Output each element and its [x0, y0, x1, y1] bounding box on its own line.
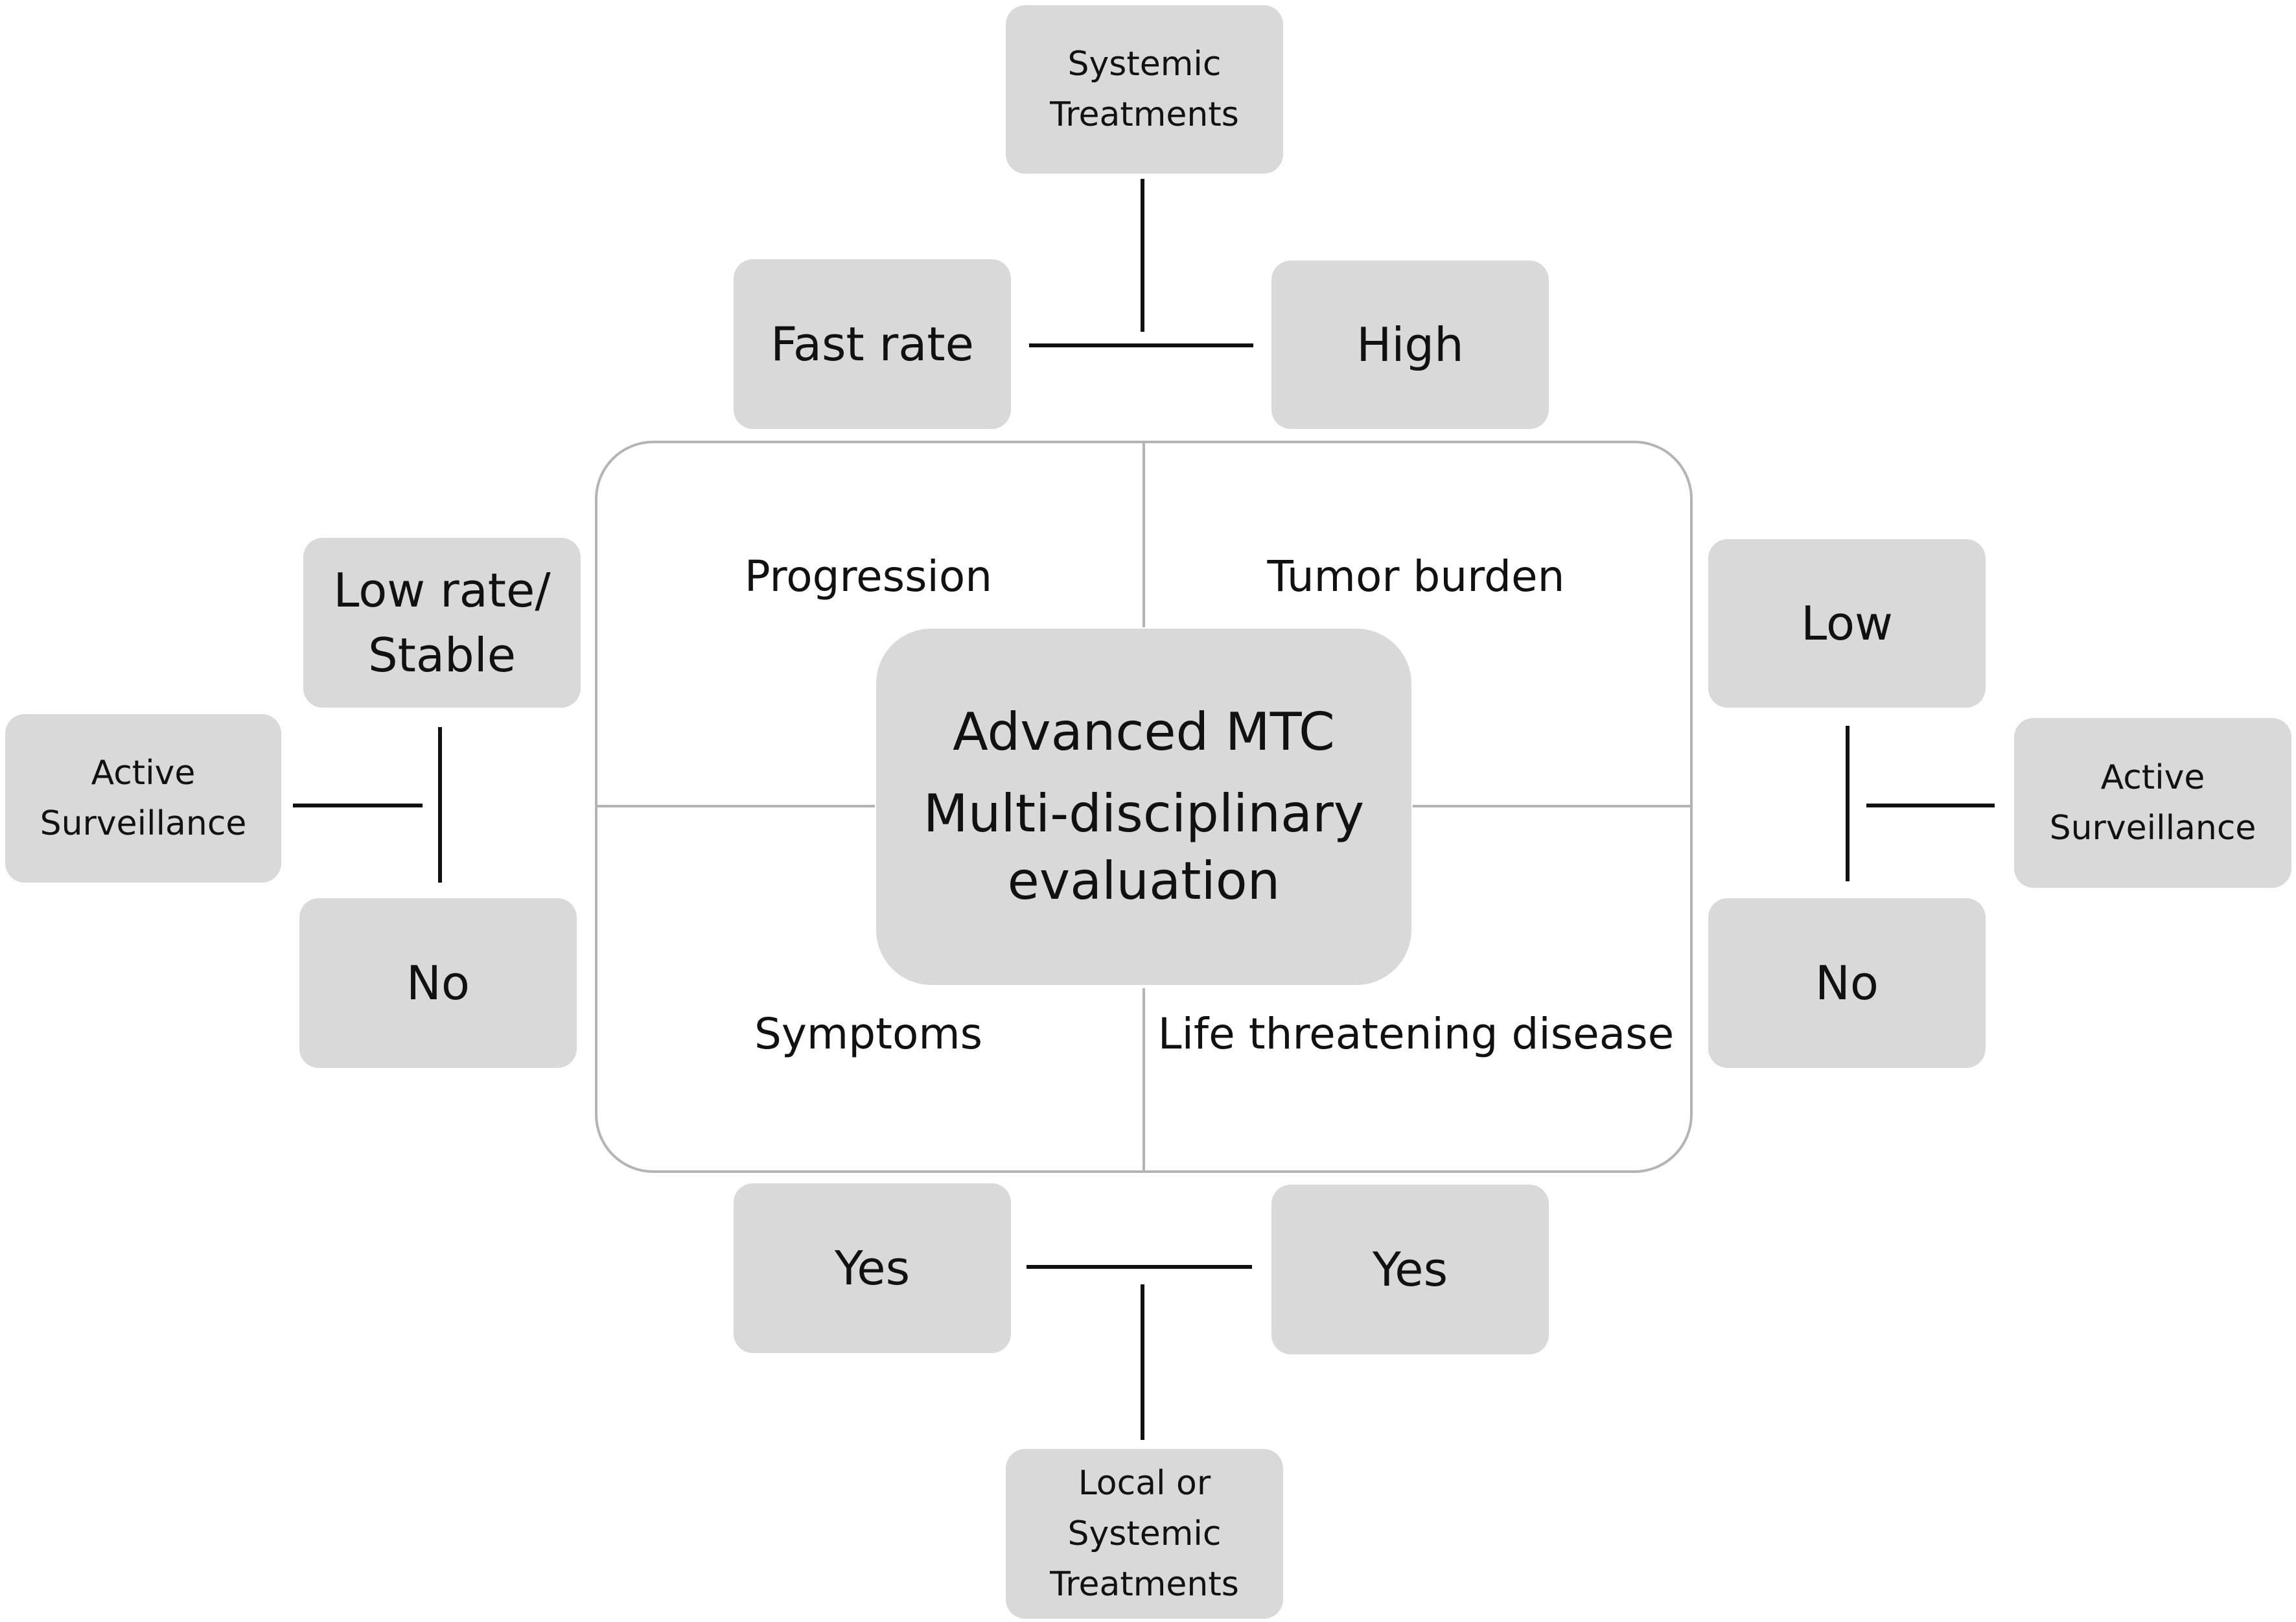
systemic-treatments-line1: Systemic: [1067, 45, 1222, 84]
divider-left-horizontal: [596, 805, 875, 807]
bottom-connector-horizontal: [1026, 1265, 1252, 1269]
local-or-systemic-line3: Treatments: [1050, 1565, 1239, 1604]
fast-rate-label: Fast rate: [771, 317, 974, 371]
center-title: Advanced MTC: [953, 702, 1335, 762]
left-no-box: No: [299, 898, 577, 1068]
local-or-systemic-line1: Local or: [1078, 1464, 1211, 1503]
top-connector-vertical: [1141, 179, 1144, 332]
right-active-surveillance-line1: Active: [2100, 758, 2205, 797]
bottom-left-yes-box: Yes: [734, 1183, 1011, 1353]
bottom-right-yes-label: Yes: [1372, 1242, 1448, 1297]
bottom-connector-vertical: [1141, 1284, 1144, 1440]
local-or-systemic-line2: Systemic: [1067, 1514, 1222, 1553]
left-connector-horizontal: [293, 804, 423, 807]
high-box: High: [1271, 261, 1549, 429]
right-no-label: No: [1815, 956, 1879, 1010]
right-active-surveillance-line2: Surveillance: [2049, 809, 2256, 848]
divider-right-horizontal: [1413, 805, 1691, 807]
low-label: Low: [1801, 596, 1893, 651]
local-or-systemic-treatments-box: Local or Systemic Treatments: [1006, 1449, 1283, 1619]
right-no-box: No: [1708, 898, 1986, 1068]
quadrant-tumor-burden: Tumor burden: [1267, 551, 1565, 601]
left-active-surveillance-line1: Active: [91, 754, 196, 793]
fast-rate-box: Fast rate: [734, 259, 1011, 429]
top-connector-horizontal: [1029, 343, 1253, 347]
bottom-left-yes-label: Yes: [834, 1241, 910, 1295]
high-label: High: [1356, 318, 1464, 372]
right-active-surveillance-box: Active Surveillance: [2014, 718, 2291, 888]
low-rate-stable-line2: Stable: [367, 628, 516, 682]
quadrant-progression: Progression: [744, 551, 993, 601]
low-rate-stable-box: Low rate/ Stable: [303, 538, 581, 708]
low-rate-stable-line1: Low rate/: [333, 563, 551, 618]
divider-top-vertical: [1142, 442, 1145, 627]
left-no-label: No: [406, 956, 470, 1010]
center-subtitle-line2: evaluation: [1007, 851, 1281, 911]
left-active-surveillance-box: Active Surveillance: [5, 714, 281, 883]
right-connector-vertical: [1846, 726, 1850, 881]
quadrant-symptoms: Symptoms: [754, 1009, 983, 1059]
quadrant-life-threatening-disease: Life threatening disease: [1157, 1009, 1675, 1059]
bottom-right-yes-box: Yes: [1271, 1185, 1549, 1354]
left-active-surveillance-line2: Surveillance: [40, 804, 247, 843]
systemic-treatments-line2: Treatments: [1050, 95, 1239, 134]
low-box: Low: [1708, 539, 1986, 708]
center-evaluation-box: Advanced MTC Multi-disciplinary evaluati…: [876, 629, 1411, 985]
right-connector-horizontal: [1866, 804, 1995, 807]
divider-bottom-vertical: [1142, 988, 1145, 1172]
left-connector-vertical: [438, 727, 442, 883]
systemic-treatments-box: Systemic Treatments: [1006, 5, 1283, 174]
center-subtitle-line1: Multi-disciplinary: [923, 783, 1365, 844]
